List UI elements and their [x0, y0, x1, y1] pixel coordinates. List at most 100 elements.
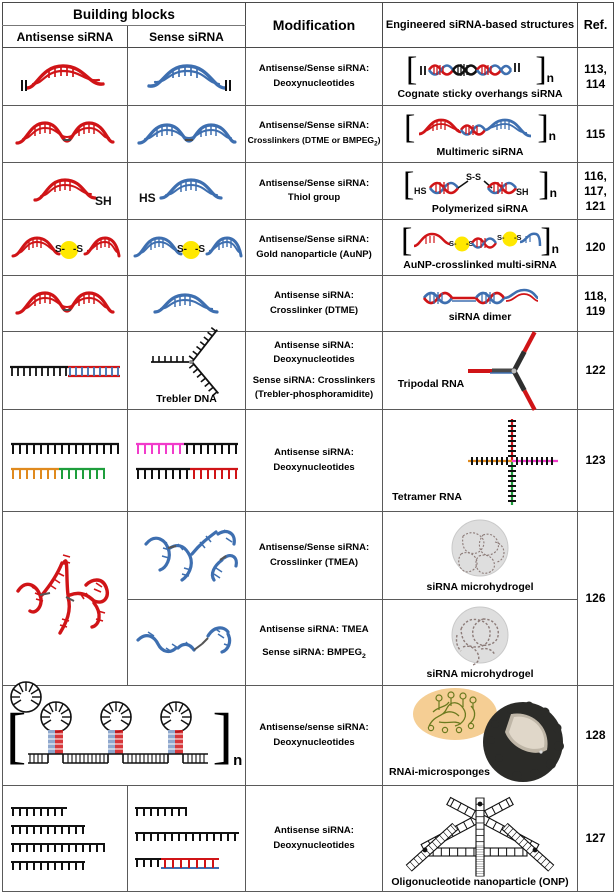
- structure-name: siRNA microhydrogel: [426, 668, 534, 680]
- structure-name: siRNA dimer: [448, 311, 512, 323]
- bracketed-aunp-crosslinked-chain-n-icon: [ S- -S: [401, 222, 560, 259]
- header-building-blocks: Building blocks: [1, 2, 247, 26]
- antisense-cell-onp: [2, 785, 128, 892]
- red-branched-sirna-network-icon: [3, 512, 127, 685]
- svg-text:S-: S-: [449, 239, 457, 248]
- svg-text:S-: S-: [55, 244, 65, 255]
- sense-bmpeg-label: Sense siRNA: BMPEG2: [262, 647, 366, 660]
- svg-text:S-: S-: [177, 244, 187, 255]
- table-row: Antisense/Sense siRNA: Crosslinkers (DTM…: [2, 105, 615, 163]
- structure-name: Polymerized siRNA: [431, 202, 529, 215]
- modification-cell-multimeric: Antisense/Sense siRNA: Crosslinkers (DTM…: [245, 105, 384, 163]
- blue-branched-sirna-network-icon: [128, 512, 245, 599]
- table-header-row-2: Antisense siRNA Sense siRNA: [2, 25, 614, 48]
- sense-cell-microhydrogel-tmea: [126, 511, 247, 600]
- header-sense-sirna: Sense siRNA: [126, 25, 247, 48]
- structure-name: Oligonucleotide nanoparticle (ONP): [391, 875, 569, 888]
- ref-cell-tripodal: 122: [577, 331, 615, 410]
- ref-cell-microsponge: 128: [577, 685, 615, 786]
- structure-cell-cognate: [: [382, 47, 579, 106]
- modification-cell-tripodal: Antisense siRNA: Deoxynucleotides Sense …: [245, 331, 384, 410]
- modification-cell-tetramer: Antisense siRNA: Deoxynucleotides: [245, 409, 384, 512]
- table-row: [: [1, 680, 615, 786]
- blue-sirna-with-HS-icon: HS: [128, 163, 245, 219]
- gold-nanoparticle: [181, 240, 200, 259]
- red-sirna-gold-nanoparticle-icon: S- -S: [3, 220, 127, 275]
- tripodal-three-arm-rna-icon: [466, 330, 562, 411]
- table-row: Antisense siRNA: Deoxynucleotides Tetram…: [2, 409, 615, 512]
- antisense-cell-tetramer: [2, 409, 128, 512]
- sense-cell-tetramer: [126, 409, 247, 512]
- ref-cell-onp: 127: [577, 785, 615, 892]
- ref-cell-microhydrogel: 126: [577, 511, 615, 686]
- bracketed-red-blue-multimer-n-icon: [: [404, 108, 557, 146]
- red-blue-dimer-helix-icon: [418, 284, 542, 310]
- structure-cell-microsponge: RNAi-microsponges: [382, 685, 579, 786]
- grey-porous-microsphere-icon: [447, 518, 513, 580]
- antisense-cell-tripodal: [2, 331, 128, 410]
- antisense-cell-aunp: S- -S: [2, 219, 128, 276]
- structure-name: Tetramer RNA: [392, 490, 462, 503]
- trebler-dna-label: Trebler DNA: [156, 393, 217, 405]
- grey-porous-microsphere-large-pores-icon: [447, 605, 513, 667]
- sense-cell-polymerized: HS: [126, 162, 247, 220]
- structure-cell-tripodal: Tripodal RNA: [382, 330, 579, 411]
- antisense-cell-cognate: [2, 47, 128, 106]
- structure-name: Cognate sticky overhangs siRNA: [397, 88, 563, 100]
- onp-triangular-nanoparticle-icon: [395, 790, 565, 877]
- header-modification: Modification: [245, 2, 384, 48]
- modification-cell-polymerized: Antisense/Sense siRNA: Thiol group: [245, 162, 384, 220]
- bracketed-disulfide-polymer-n-icon: [ HS S-S: [403, 165, 558, 203]
- modification-cell-dimer: Antisense siRNA: Crosslinker (DTME): [245, 275, 384, 332]
- structure-name: RNAi-microsponges: [389, 765, 490, 778]
- table-row: Antisense/Sense siRNA: Deoxynucleotides …: [2, 47, 615, 106]
- structure-cell-dimer: siRNA dimer: [382, 275, 579, 332]
- modification-cell-aunp: Antisense/Sense siRNA: Gold nanoparticle…: [245, 219, 384, 276]
- table-row: Trebler DNA Antisense siRNA: Deoxynucleo…: [2, 326, 615, 411]
- modification-cell-microhydrogel-bmpeg: Antisense siRNA: TMEA Sense siRNA: BMPEG…: [245, 599, 384, 686]
- red-sirna-duplex-with-overhang-icon: [3, 48, 127, 105]
- tetramer-cross-rna-icon: [464, 415, 568, 507]
- ref-cell-aunp: 120: [577, 219, 615, 276]
- buildingblock-cell-microsponge: [: [1, 680, 247, 786]
- sh-label: SH: [95, 194, 112, 208]
- structure-name: siRNA microhydrogel: [426, 581, 534, 593]
- table-row: Antisense siRNA: Crosslinker (DTME): [2, 275, 615, 332]
- bracketed-hairpin-rolling-circle-n-icon: [: [3, 680, 245, 775]
- hs-label: HS: [139, 191, 156, 205]
- blue-sirna-duplex-with-overhang-icon: [128, 48, 245, 105]
- modification-cell-microhydrogel-tmea: Antisense/Sense siRNA: Crosslinker (TMEA…: [245, 511, 384, 600]
- sense-cell-onp: [126, 785, 247, 892]
- modification-cell-onp: Antisense siRNA: Deoxynucleotides: [245, 785, 384, 892]
- antisense-cell-microhydrogel: [2, 511, 128, 686]
- four-black-ladder-strands-icon: [9, 806, 121, 872]
- structure-name: Multimeric siRNA: [436, 145, 524, 158]
- svg-text:-S: -S: [466, 239, 474, 248]
- table-row: S- -S S- -S: [2, 219, 615, 276]
- table-row: Antisense/Sense siRNA: Crosslinker (TMEA…: [2, 511, 615, 686]
- svg-text:-S: -S: [195, 244, 205, 255]
- red-double-wave-sirna-icon: [3, 276, 127, 331]
- dark-microsponge-with-inset-icon: [383, 687, 575, 784]
- sense-cell-cognate: [126, 47, 247, 106]
- header-antisense-sirna: Antisense siRNA: [2, 25, 128, 48]
- black-and-orange-green-ladder-strands-icon: [9, 440, 121, 481]
- modification-cell-microsponge: Antisense/sense siRNA: Deoxynucleotides: [245, 685, 384, 786]
- trebler-dna-three-arm-icon: [135, 326, 239, 397]
- blue-double-wave-sirna-icon: [128, 106, 245, 162]
- table-row: Antisense siRNA: TMEA Sense siRNA: BMPEG…: [3, 599, 614, 686]
- svg-text:S-: S-: [497, 233, 505, 242]
- header-engineered-structures: Engineered siRNA-based structures: [382, 2, 579, 48]
- ref-cell-tetramer: 123: [577, 409, 615, 512]
- structure-name: AuNP-crosslinked multi-siRNA: [403, 259, 557, 271]
- header-ref: Ref.: [577, 2, 615, 48]
- svg-text:-S: -S: [73, 244, 83, 255]
- sense-cell-dimer: [126, 275, 247, 332]
- three-ladder-strands-with-duplex-icon: [133, 806, 241, 872]
- structure-cell-microhydrogel-tmea: siRNA microhydrogel: [382, 511, 579, 600]
- ref-cell-polymerized: 116, 117, 121: [577, 162, 615, 220]
- blue-single-wave-sirna-icon: [128, 276, 245, 331]
- antisense-cell-polymerized: SH: [2, 162, 128, 220]
- crosslinkers-label: Crosslinkers (DTME or BMPEG2): [247, 134, 381, 148]
